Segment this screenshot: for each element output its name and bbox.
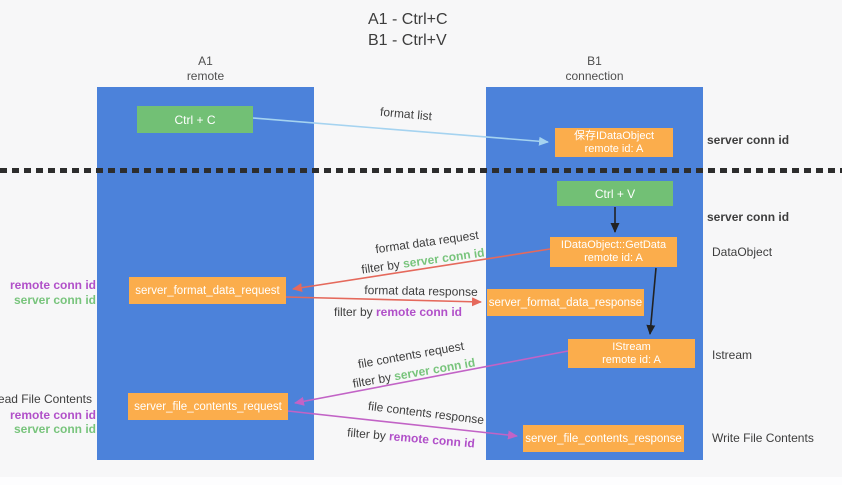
filter-by-remote-conn-id-label-1: filter by remote conn id: [318, 305, 478, 320]
filter-by-text: filter by: [333, 305, 376, 319]
lifeline-b1-id: B1: [587, 54, 602, 68]
left-server-conn-id-bottom: server conn id: [13, 422, 96, 436]
left-conn-id-labels-top: remote conn id server conn id: [10, 278, 96, 308]
right-server-conn-id-label-top: server conn id: [707, 133, 790, 147]
remote-conn-id-text: remote conn id: [388, 429, 476, 451]
lifeline-header-b1: B1 connection: [486, 54, 703, 84]
left-remote-conn-id-bottom: remote conn id: [9, 408, 96, 422]
lifeline-a1-id: A1: [198, 54, 213, 68]
server-file-contents-response-box: server_file_contents_response: [523, 425, 684, 452]
right-server-conn-id-label-mid: server conn id: [707, 210, 790, 224]
copy-paste-phase-divider: [0, 168, 842, 173]
istream-remote-id: remote id: A: [602, 353, 661, 366]
server-format-data-request-label: server_format_data_request: [135, 284, 280, 297]
left-server-conn-id-top: server conn id: [13, 293, 96, 307]
getdata-remote-id: remote id: A: [584, 252, 643, 264]
format-list-arrow-label: format list: [379, 104, 433, 124]
diagram-title: A1 - Ctrl+C B1 - Ctrl+V: [368, 9, 448, 51]
server-format-data-request-box: server_format_data_request: [129, 277, 286, 304]
lifeline-header-a1: A1 remote: [97, 54, 314, 84]
write-file-contents-annotation: Write File Contents: [712, 431, 814, 445]
title-line-ctrl-v: B1 - Ctrl+V: [368, 32, 447, 49]
read-file-contents-annotation: Read File Contents: [0, 392, 92, 406]
ctrl-v-box: Ctrl + V: [557, 181, 673, 206]
save-idataobject-title: 保存IDataObject: [573, 129, 655, 142]
filter-by-text: filter by: [346, 425, 390, 444]
left-conn-id-labels-bottom: remote conn id server conn id: [10, 408, 96, 436]
lifeline-a1-role: remote: [186, 69, 225, 83]
ctrl-v-label: Ctrl + V: [594, 186, 636, 201]
remote-conn-id-text: remote conn id: [376, 305, 463, 319]
istream-annotation: Istream: [712, 348, 753, 362]
save-idataobject-box: 保存IDataObject remote id: A: [555, 128, 673, 157]
file-contents-response-arrow-label: file contents response: [367, 398, 485, 428]
save-idataobject-remote-id: remote id: A: [584, 142, 644, 155]
server-file-contents-request-box: server_file_contents_request: [128, 393, 288, 420]
server-format-data-response-label: server_format_data_response: [488, 296, 643, 309]
title-line-ctrl-c: A1 - Ctrl+C: [368, 11, 448, 28]
istream-box: IStream remote id: A: [568, 339, 695, 368]
filter-by-remote-conn-id-label-2: filter by remote conn id: [331, 424, 492, 453]
dataobject-annotation: DataObject: [712, 245, 773, 259]
filter-by-text: filter by: [360, 256, 405, 277]
getdata-title: IDataObject::GetData: [560, 239, 667, 251]
idataobject-getdata-box: IDataObject::GetData remote id: A: [550, 237, 677, 267]
filter-by-text: filter by: [351, 369, 396, 391]
lifeline-b1-role: connection: [565, 69, 624, 83]
server-file-contents-request-label: server_file_contents_request: [134, 400, 282, 413]
server-format-data-response-box: server_format_data_response: [487, 289, 644, 316]
istream-title: IStream: [612, 340, 651, 353]
ctrl-c-label: Ctrl + C: [174, 112, 216, 127]
bottom-strip: [0, 477, 842, 485]
left-remote-conn-id-top: remote conn id: [9, 278, 96, 292]
server-file-contents-response-label: server_file_contents_response: [525, 432, 682, 445]
ctrl-c-box: Ctrl + C: [137, 106, 253, 133]
format-data-response-arrow-label: format data response: [364, 283, 478, 299]
